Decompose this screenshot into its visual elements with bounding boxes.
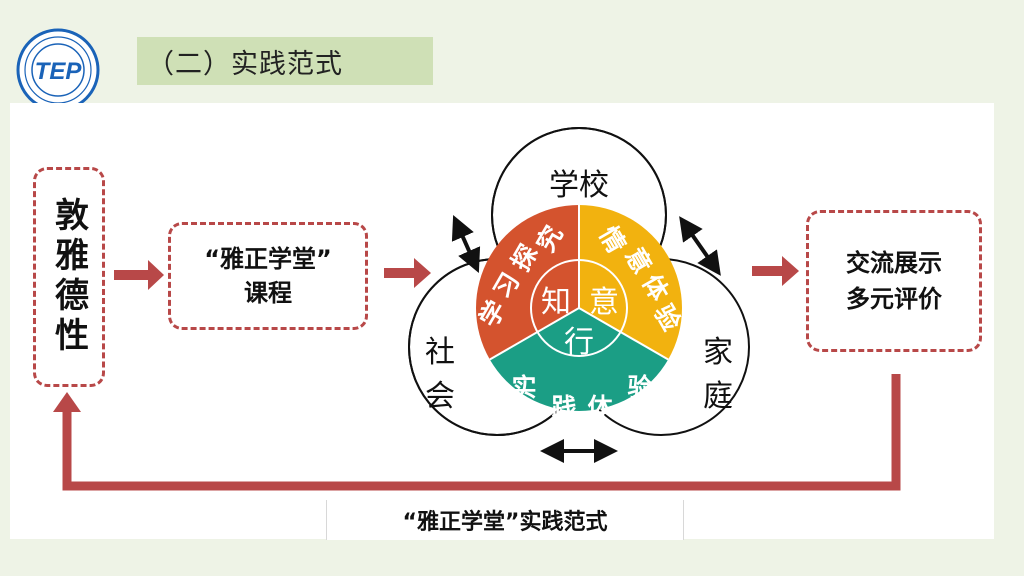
double-arrow-upper-right [679,216,721,276]
flow-arrow-2 [384,258,431,288]
feedback-loop-arrowhead [53,392,81,412]
box-dunya-virtue: 敦雅德性 [33,167,105,387]
box-course-line-1: “雅正学堂” [204,245,332,273]
ring-label-school: 学校 [549,168,609,203]
logo-letters: TEP [35,58,83,85]
box-eval-line-1: 交流展示 [846,249,942,277]
box-course-line-2: 课程 [243,279,292,307]
school-logo-icon: TEP [16,28,100,112]
ring-label-society-1: 社 [425,335,455,370]
flow-arrow-3 [752,256,799,286]
petal-practice-char-3: 体 [587,393,613,422]
flow-arrow-1 [114,260,164,290]
petal-emotion [579,205,682,360]
petal-practice-char-4: 验 [627,373,652,402]
center-yi: 意 [589,285,619,320]
wheel [476,205,682,411]
center-xing: 行 [564,325,594,360]
slide-title: （二）实践范式 [147,48,343,80]
box-dunya-label: 敦雅德性 [48,197,89,357]
double-arrow-upper-left [451,215,481,273]
slide-title-band: （二）实践范式 [137,37,433,85]
ring-label-family-1: 家 [703,335,733,370]
petal-practice [489,308,669,411]
petal-practice-char-1: 实 [511,373,536,402]
petal-practice-char-2: 践 [551,393,576,422]
ring-label-society-2: 会 [425,379,455,414]
petal-learning [476,205,579,360]
ring-label-family-2: 庭 [703,379,733,414]
diagram-caption: “雅正学堂”实践范式 [326,500,684,540]
center-zhi: 知 [541,285,571,320]
box-yazheng-course: “雅正学堂” 课程 [168,222,368,330]
feedback-loop-line [62,374,901,491]
box-eval-line-2: 多元评价 [846,285,942,313]
box-exchange-evaluation: 交流展示 多元评价 [806,210,982,352]
